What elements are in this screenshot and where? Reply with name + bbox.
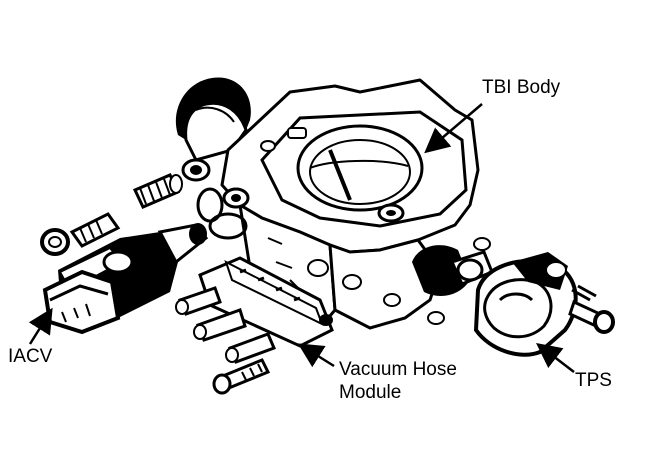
tps-sensor [473, 252, 615, 357]
throttle-shaft-end [412, 245, 494, 296]
iacv-leader [28, 307, 53, 345]
vacuum-hose-label-line2: Module [339, 382, 402, 403]
tps-leader [536, 342, 575, 373]
tbi-body-leader [424, 103, 483, 154]
tbi-body-casting [220, 78, 491, 332]
iacv-spring-parts [40, 173, 248, 256]
vacuum-hose-module [175, 256, 334, 395]
iacv-label: IACV [8, 346, 53, 367]
vacuum-hose-leader [297, 343, 335, 368]
iacv-motor [42, 223, 209, 335]
tps-label: TPS [575, 370, 612, 391]
leader-arrows [28, 103, 575, 373]
tbi-body-label: TBI Body [482, 77, 561, 98]
vacuum-hose-label-line1: Vacuum Hose [339, 359, 457, 380]
